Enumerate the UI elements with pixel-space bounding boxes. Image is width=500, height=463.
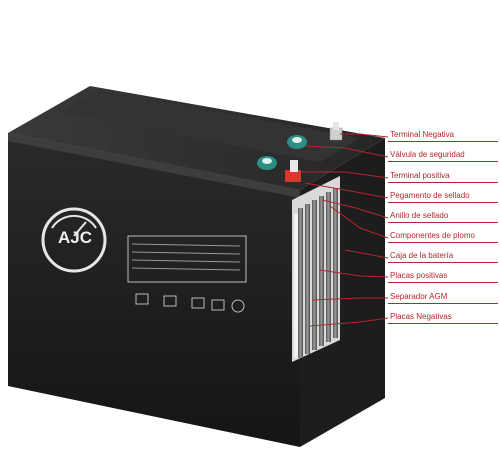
ce-mark: [163, 295, 177, 307]
callout-underline: [388, 182, 498, 183]
ajc-logo: [41, 207, 107, 273]
callout-underline: [388, 303, 498, 304]
callout-underline: [388, 141, 498, 142]
case-front: [8, 133, 300, 447]
pb-icon: [211, 299, 225, 311]
lid-lip: [8, 133, 300, 198]
callout-underline: [388, 323, 498, 324]
callout-agm-separator: Separador AGM: [390, 292, 448, 301]
callout-lead-components: Componentes de plomo: [390, 231, 475, 240]
leader-lines: [300, 133, 389, 327]
callout-underline: [388, 202, 498, 203]
callout-sealing-ring: Anillo de sellado: [390, 211, 449, 220]
ul-mark: [135, 293, 149, 305]
terminal-positive: [285, 160, 301, 182]
callout-underline: [388, 222, 498, 223]
callout-battery-case: Caja de la batería: [390, 251, 454, 260]
recycle-icon: [231, 299, 245, 313]
callout-safety-valve: Válvula de seguridad: [390, 150, 465, 159]
callout-terminal-negative: Terminal Negativa: [390, 130, 455, 139]
terminal-negative: [329, 122, 343, 141]
callout-sealing-glue: Pegamento de sellado: [390, 191, 470, 200]
callout-underline: [388, 282, 498, 283]
icon-3: [191, 297, 205, 309]
callout-underline: [388, 242, 498, 243]
plates: [298, 188, 338, 358]
callout-underline: [388, 262, 498, 263]
lid-top: [60, 90, 360, 162]
callout-positive-plates: Placas positivas: [390, 271, 448, 280]
spec-label: [127, 235, 247, 283]
callout-underline: [388, 161, 498, 162]
callout-terminal-positive: Terminal positiva: [390, 171, 450, 180]
agm-separator: [294, 214, 298, 358]
ajc-logo-text: AJC: [57, 228, 92, 247]
callout-negative-plates: Placas Negativas: [390, 312, 452, 321]
